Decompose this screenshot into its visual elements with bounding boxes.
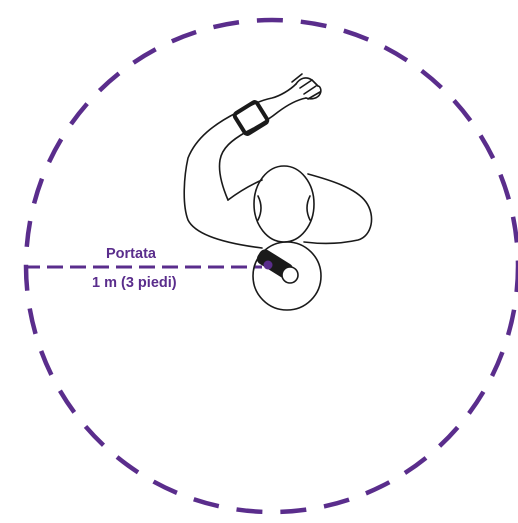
smartwatch-icon bbox=[234, 101, 269, 135]
range-label: Portata bbox=[106, 246, 157, 262]
person-top-view-icon bbox=[184, 74, 371, 248]
range-value-label: 1 m (3 piedi) bbox=[92, 275, 177, 291]
phone-icon bbox=[253, 242, 321, 310]
